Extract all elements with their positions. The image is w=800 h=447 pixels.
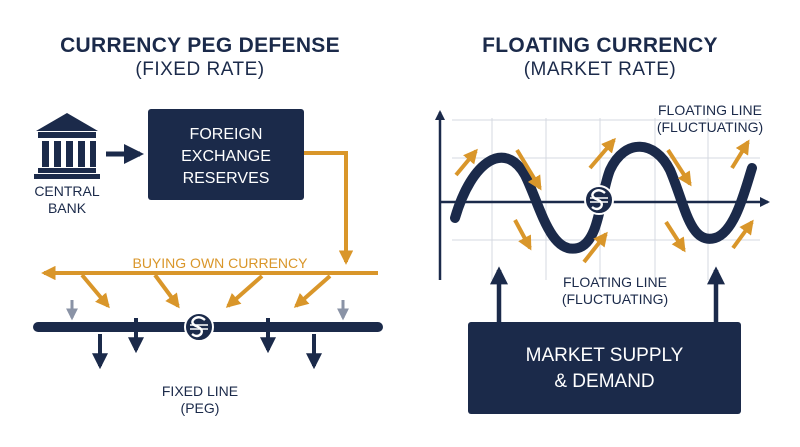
central-bank-label: CENTRAL BANK (22, 183, 112, 217)
market-label-line2: & DEMAND (554, 371, 655, 392)
buying-pressure-arrows (80, 273, 332, 309)
currency-symbol-icon (184, 312, 214, 342)
currency-symbol-icon (584, 185, 614, 215)
floating-rate-wave (450, 141, 757, 254)
left-title: CURRENCY PEG DEFENSE (60, 34, 340, 57)
bank-icon (34, 113, 100, 179)
market-box (468, 322, 741, 414)
pressure-grey-arrows (66, 300, 349, 321)
floating-line-top-label: FLOATING LINE (FLUCTUATING) (640, 102, 780, 136)
floating-line-mid-label: FLOATING LINE (FLUCTUATING) (545, 274, 685, 308)
reserves-box (148, 109, 304, 200)
central-bank-label-line1: CENTRAL (34, 183, 100, 199)
left-subtitle: (FIXED RATE) (135, 59, 265, 80)
reserves-label-line2: EXCHANGE (181, 148, 271, 165)
floating-line-mid-label-line1: FLOATING LINE (563, 274, 667, 290)
buying-own-currency-label: BUYING OWN CURRENCY (132, 255, 308, 271)
central-bank-label-line2: BANK (47, 200, 87, 216)
floating-line-top-label-line2: (FLUCTUATING) (656, 119, 764, 135)
fluctuation-arrows (454, 137, 754, 264)
reserves-label-line1: FOREIGN (189, 126, 263, 143)
floating-line-mid-label-line2: (FLUCTUATING) (561, 291, 669, 307)
reserves-label: FOREIGN EXCHANGE RESERVES (148, 124, 304, 190)
market-supply-demand-label: MARKET SUPPLY & DEMAND (468, 343, 741, 395)
fixed-line-label-line1: FIXED LINE (161, 383, 239, 399)
right-subtitle: (MARKET RATE) (523, 59, 677, 80)
fixed-line-label-line2: (PEG) (180, 400, 220, 416)
right-title: FLOATING CURRENCY (482, 34, 718, 57)
floating-line-top-label-line1: FLOATING LINE (658, 102, 762, 118)
reserves-label-line3: RESERVES (182, 170, 270, 187)
reserves-to-market-arrow (304, 151, 354, 265)
downward-pressure-arrows (92, 318, 322, 370)
market-label-line1: MARKET SUPPLY (525, 345, 684, 366)
fixed-line-label: FIXED LINE (PEG) (140, 383, 260, 417)
